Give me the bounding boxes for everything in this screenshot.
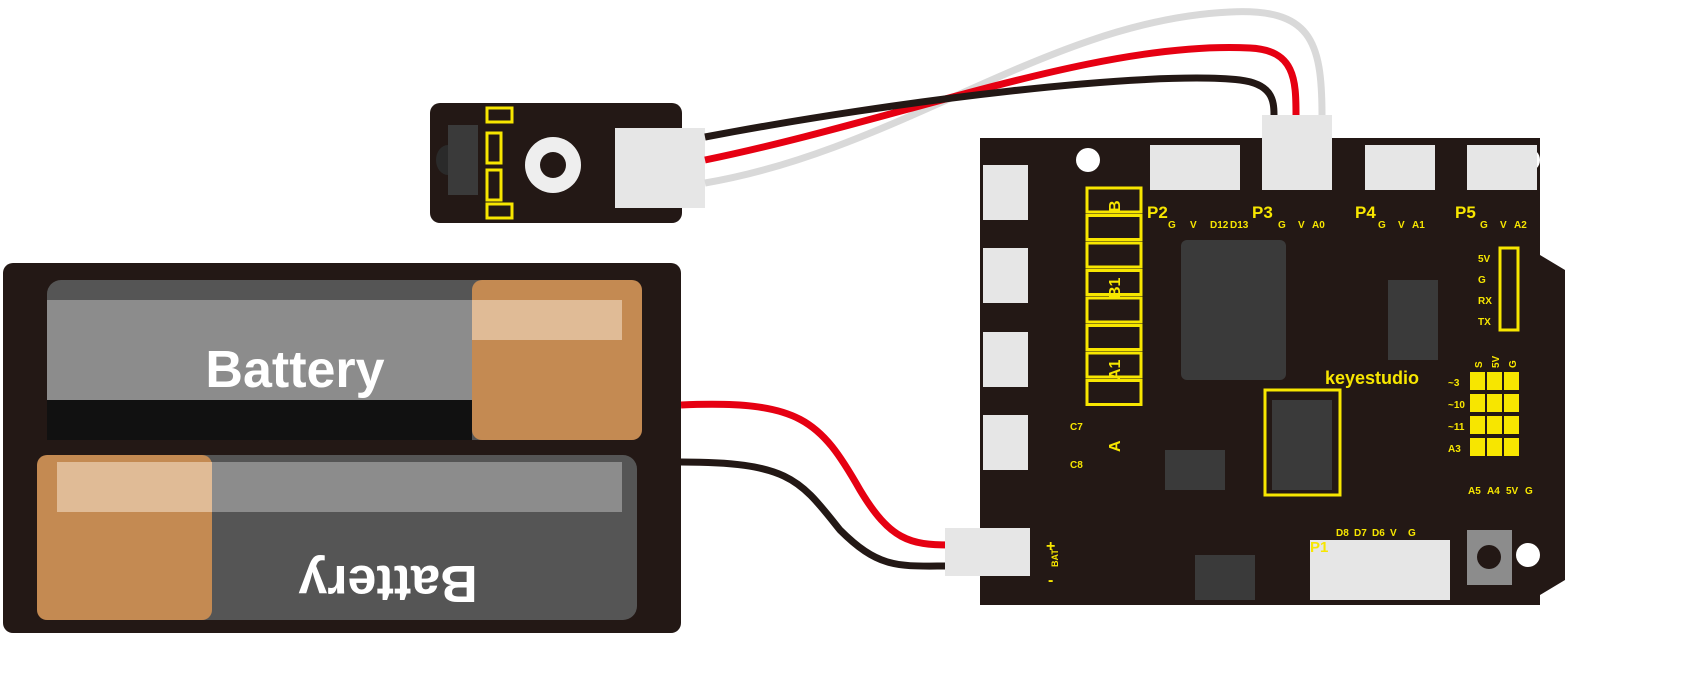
p1-pin-label: D6 — [1372, 528, 1385, 539]
battery-cable — [680, 400, 951, 570]
pin-label: G — [1480, 220, 1488, 231]
header-top-label: S — [1474, 361, 1485, 368]
battery-minus-wire — [680, 458, 951, 570]
diode — [1085, 186, 1143, 214]
p2-connector[interactable] — [1150, 145, 1240, 190]
diode — [1085, 379, 1143, 406]
pin-label: D12 — [1210, 220, 1229, 231]
battery-label-top: Battery — [205, 341, 384, 399]
p5-connector[interactable] — [1467, 145, 1537, 190]
pin-label: G — [1278, 220, 1286, 231]
p4-connector[interactable] — [1365, 145, 1435, 190]
motor-label: B1 — [1107, 277, 1124, 298]
pin-label: D13 — [1230, 220, 1249, 231]
header-pin — [1470, 416, 1485, 434]
pin-label: G — [1378, 220, 1386, 231]
p5-label: P5 — [1455, 203, 1476, 222]
header-pin — [1504, 416, 1519, 434]
pin-label: V — [1190, 220, 1197, 231]
header-pin — [1487, 438, 1502, 456]
cap-label-c7: C7 — [1070, 422, 1083, 433]
motor-label: B — [1107, 200, 1124, 212]
p1-pin-label: D7 — [1354, 528, 1367, 539]
header-pin — [1470, 372, 1485, 390]
header-pin — [1504, 394, 1519, 412]
sensor-connector[interactable] — [615, 128, 705, 208]
pin-label: A2 — [1514, 220, 1527, 231]
serial-label: RX — [1478, 296, 1492, 307]
p1-pin-label: V — [1390, 528, 1397, 539]
motor-connector-b1[interactable] — [983, 248, 1028, 303]
header-pin — [1487, 394, 1502, 412]
motor-label: A1 — [1107, 359, 1124, 380]
battery-holder: Battery Battery — [3, 263, 681, 633]
battery-plus-wire — [680, 400, 951, 549]
p1-pin-label: D8 — [1336, 528, 1349, 539]
diode — [1085, 324, 1143, 351]
pin-label: A1 — [1412, 220, 1425, 231]
header-pin — [1487, 416, 1502, 434]
battery-label-bottom: Battery — [298, 554, 477, 612]
p1-label: P1 — [1310, 539, 1328, 556]
header-top-label: G — [1508, 360, 1519, 368]
p1-connector[interactable] — [1310, 540, 1450, 600]
bat-minus-label: - — [1048, 572, 1053, 589]
pin-label: V — [1398, 220, 1405, 231]
header-pin — [1470, 394, 1485, 412]
vcc-wire — [704, 43, 1300, 164]
sensor-cable — [704, 8, 1326, 187]
motor-connector-a1[interactable] — [983, 332, 1028, 387]
signal-wire — [704, 8, 1326, 187]
brand-label: keyestudio — [1325, 368, 1419, 388]
header-row-label: ~11 — [1448, 422, 1465, 433]
bat-plus-label: + — [1046, 538, 1055, 555]
diode — [1085, 269, 1143, 296]
motor-connector-b[interactable] — [983, 165, 1028, 220]
pin-label: G — [1168, 220, 1176, 231]
header-pin — [1504, 438, 1519, 456]
header-bottom-label: G — [1525, 486, 1533, 497]
diode — [1085, 351, 1143, 379]
motor-label: A — [1107, 440, 1124, 452]
sensor-module — [430, 103, 705, 223]
bat-connector[interactable] — [945, 528, 1030, 576]
diode — [1085, 214, 1143, 241]
diode — [1085, 296, 1143, 324]
p4-label: P4 — [1355, 203, 1376, 222]
bat-label: BAT — [1050, 549, 1060, 567]
header-top-label: 5V — [1491, 355, 1502, 368]
diode — [1085, 241, 1143, 269]
header-pin — [1470, 438, 1485, 456]
p2-label: P2 — [1147, 203, 1168, 222]
header-pin — [1487, 372, 1502, 390]
pin-label: A0 — [1312, 220, 1325, 231]
header-pin — [1504, 372, 1519, 390]
header-row-label: A3 — [1448, 444, 1461, 455]
serial-label: G — [1478, 275, 1486, 286]
gnd-wire — [704, 74, 1278, 141]
motor-connector-a[interactable] — [983, 415, 1028, 470]
p3-label: P3 — [1252, 203, 1273, 222]
pin-label: V — [1298, 220, 1305, 231]
header-bottom-label: A4 — [1487, 486, 1500, 497]
header-bottom-label: 5V — [1506, 486, 1519, 497]
serial-header — [1498, 246, 1520, 332]
p3-connector[interactable] — [1262, 115, 1332, 190]
header-row-label: ~3 — [1448, 378, 1460, 389]
cap-label-c8: C8 — [1070, 460, 1083, 471]
header-bottom-label: A5 — [1468, 486, 1481, 497]
serial-label: TX — [1478, 317, 1491, 328]
driver-chip — [1181, 240, 1286, 380]
pin-label: V — [1500, 220, 1507, 231]
header-row-label: ~10 — [1448, 400, 1465, 411]
p1-pin-label: G — [1408, 528, 1416, 539]
serial-label: 5V — [1478, 254, 1491, 265]
